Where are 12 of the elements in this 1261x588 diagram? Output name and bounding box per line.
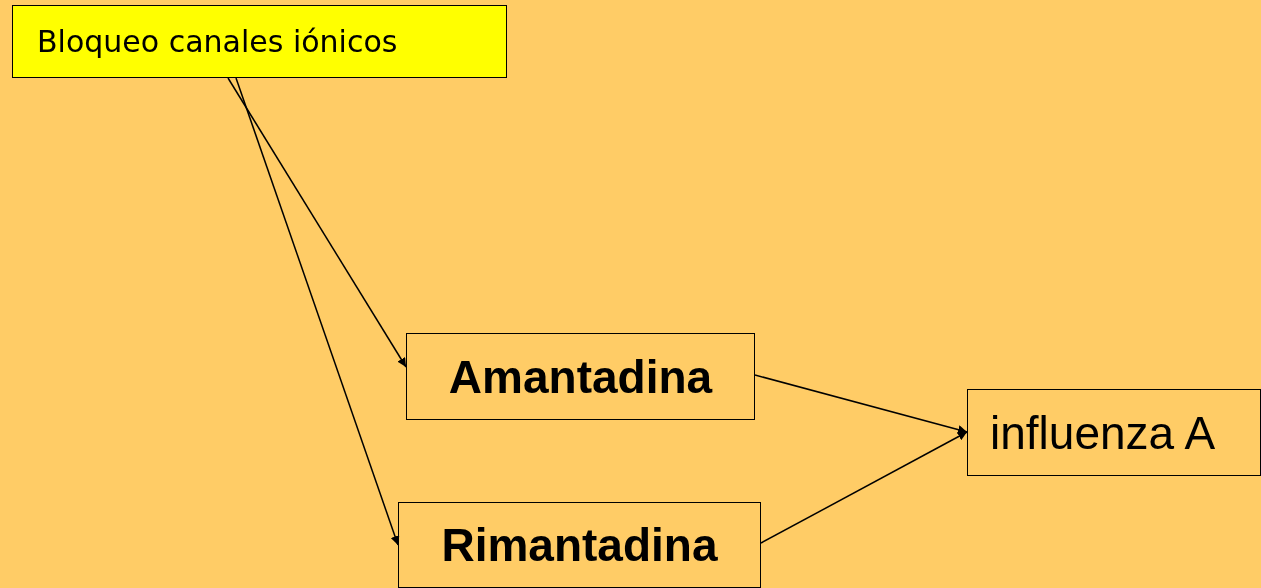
arrow [760, 431, 968, 544]
arrow [235, 77, 400, 546]
drug-box [398, 502, 761, 588]
title-box [12, 5, 507, 78]
box-label: influenza A [990, 405, 1216, 460]
drug-box [406, 333, 755, 420]
target-box [967, 389, 1261, 476]
arrow [227, 77, 407, 368]
arrow [754, 374, 968, 434]
box-label: Rimantadina [441, 518, 718, 572]
box-label: Bloqueo canales iónicos [37, 24, 398, 59]
box-label: Amantadina [448, 349, 713, 404]
